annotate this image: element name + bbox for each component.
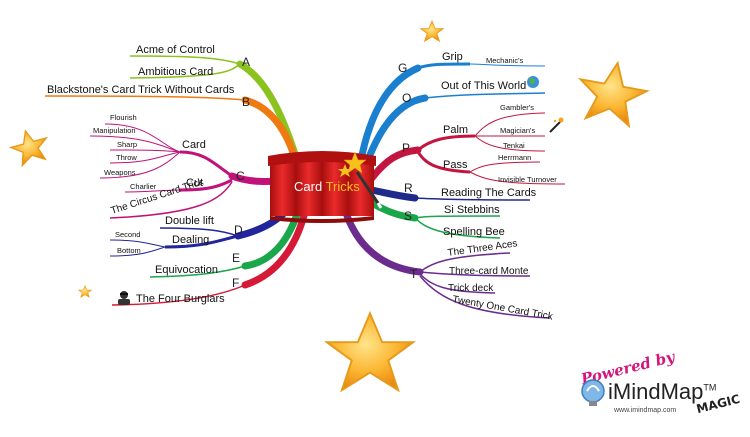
- burglar-icon: [118, 291, 130, 305]
- wand-icon: [338, 151, 383, 209]
- central-topic-title: Card Tricks: [294, 179, 360, 194]
- branch-s[interactable]: S Si Stebbins Spelling Bee: [364, 196, 505, 239]
- node-card[interactable]: Card: [182, 139, 206, 151]
- brand-url: www.imindmap.com: [614, 407, 677, 414]
- node-spelling-bee[interactable]: Spelling Bee: [443, 226, 505, 238]
- node-reading-the-cards[interactable]: Reading The Cards: [441, 187, 537, 199]
- star-icon: [419, 20, 445, 43]
- branch-p[interactable]: Palm Gambler's Magician's Tenkai Pass He…: [368, 103, 566, 185]
- branch-p-letter: P: [402, 141, 410, 155]
- node-equivocation[interactable]: Equivocation: [155, 264, 218, 276]
- node-out-of-this-world[interactable]: Out of This World: [441, 80, 526, 92]
- branch-e-letter: E: [232, 251, 240, 265]
- branch-g-letter: G: [398, 61, 407, 75]
- node-si-stebbins[interactable]: Si Stebbins: [444, 204, 500, 216]
- globe-icon: [527, 76, 539, 88]
- branch-a[interactable]: A Acme of Control Ambitious Card: [129, 44, 304, 174]
- branch-o[interactable]: O Out of This World: [361, 76, 546, 172]
- node-throw[interactable]: Throw: [116, 153, 137, 162]
- node-tenkai[interactable]: Tenkai: [503, 141, 525, 150]
- branch-c-letter: C: [236, 169, 245, 183]
- node-manipulation[interactable]: Manipulation: [93, 126, 136, 135]
- node-herrmann[interactable]: Herrmann: [498, 153, 531, 162]
- brand-name: iMindMapTM: [608, 379, 717, 404]
- node-three-aces[interactable]: The Three Aces: [447, 238, 518, 259]
- branch-a-letter: A: [242, 55, 250, 69]
- wand-icon: [549, 117, 564, 133]
- node-gamblers[interactable]: Gambler's: [500, 103, 534, 112]
- node-second[interactable]: Second: [115, 230, 140, 239]
- node-charlier[interactable]: Charlier: [130, 182, 157, 191]
- star-icon: [8, 129, 49, 168]
- node-sharp[interactable]: Sharp: [117, 140, 137, 149]
- node-invisible-turnover[interactable]: Invisible Turnover: [498, 175, 557, 184]
- branch-d-letter: D: [234, 223, 243, 237]
- star-icon: [323, 310, 417, 393]
- node-trick-deck[interactable]: Trick deck: [448, 283, 494, 294]
- node-pass[interactable]: Pass: [443, 159, 468, 171]
- star-icon: [77, 284, 93, 299]
- branch-r-letter: R: [404, 181, 413, 195]
- branch-g[interactable]: G Grip Mechanic's: [356, 51, 546, 169]
- node-magicians[interactable]: Magician's: [500, 126, 535, 135]
- node-bottom[interactable]: Bottom: [117, 246, 141, 255]
- logo-bulb-icon: [581, 379, 605, 406]
- branch-o-letter: O: [402, 91, 411, 105]
- imindmap-logo: Powered by iMindMapTM www.imindmap.com M…: [574, 348, 750, 437]
- node-double-lift[interactable]: Double lift: [165, 215, 214, 227]
- branch-b-letter: B: [242, 95, 250, 109]
- node-twenty-one-card-trick[interactable]: Twenty One Card Trick: [451, 294, 554, 323]
- branch-c[interactable]: Card Flourish Manipulation Sharp Throw W…: [89, 113, 294, 219]
- central-topic[interactable]: Card Tricks: [268, 151, 383, 223]
- node-palm[interactable]: Palm: [443, 124, 468, 136]
- branch-f-letter: F: [232, 276, 239, 290]
- node-weapons[interactable]: Weapons: [104, 168, 136, 177]
- node-ambitious-card[interactable]: Ambitious Card: [138, 66, 213, 78]
- node-flourish[interactable]: Flourish: [110, 113, 137, 122]
- node-blackstones-card-trick[interactable]: Blackstone's Card Trick Without Cards: [47, 84, 235, 96]
- node-four-burglars[interactable]: The Four Burglars: [136, 293, 225, 305]
- node-mechanics[interactable]: Mechanic's: [486, 56, 524, 65]
- node-acme-of-control[interactable]: Acme of Control: [136, 44, 215, 56]
- node-cut[interactable]: Cut: [186, 177, 203, 189]
- node-dealing[interactable]: Dealing: [172, 234, 209, 246]
- node-three-card-monte[interactable]: Three-card Monte: [449, 266, 529, 277]
- star-icon: [577, 60, 650, 129]
- branch-r[interactable]: R Reading The Cards: [368, 181, 537, 202]
- node-circus-card-trick[interactable]: The Circus Card Trick: [110, 176, 206, 217]
- branch-s-letter: S: [404, 209, 412, 223]
- branch-t-letter: T: [410, 267, 418, 281]
- node-grip[interactable]: Grip: [442, 51, 463, 63]
